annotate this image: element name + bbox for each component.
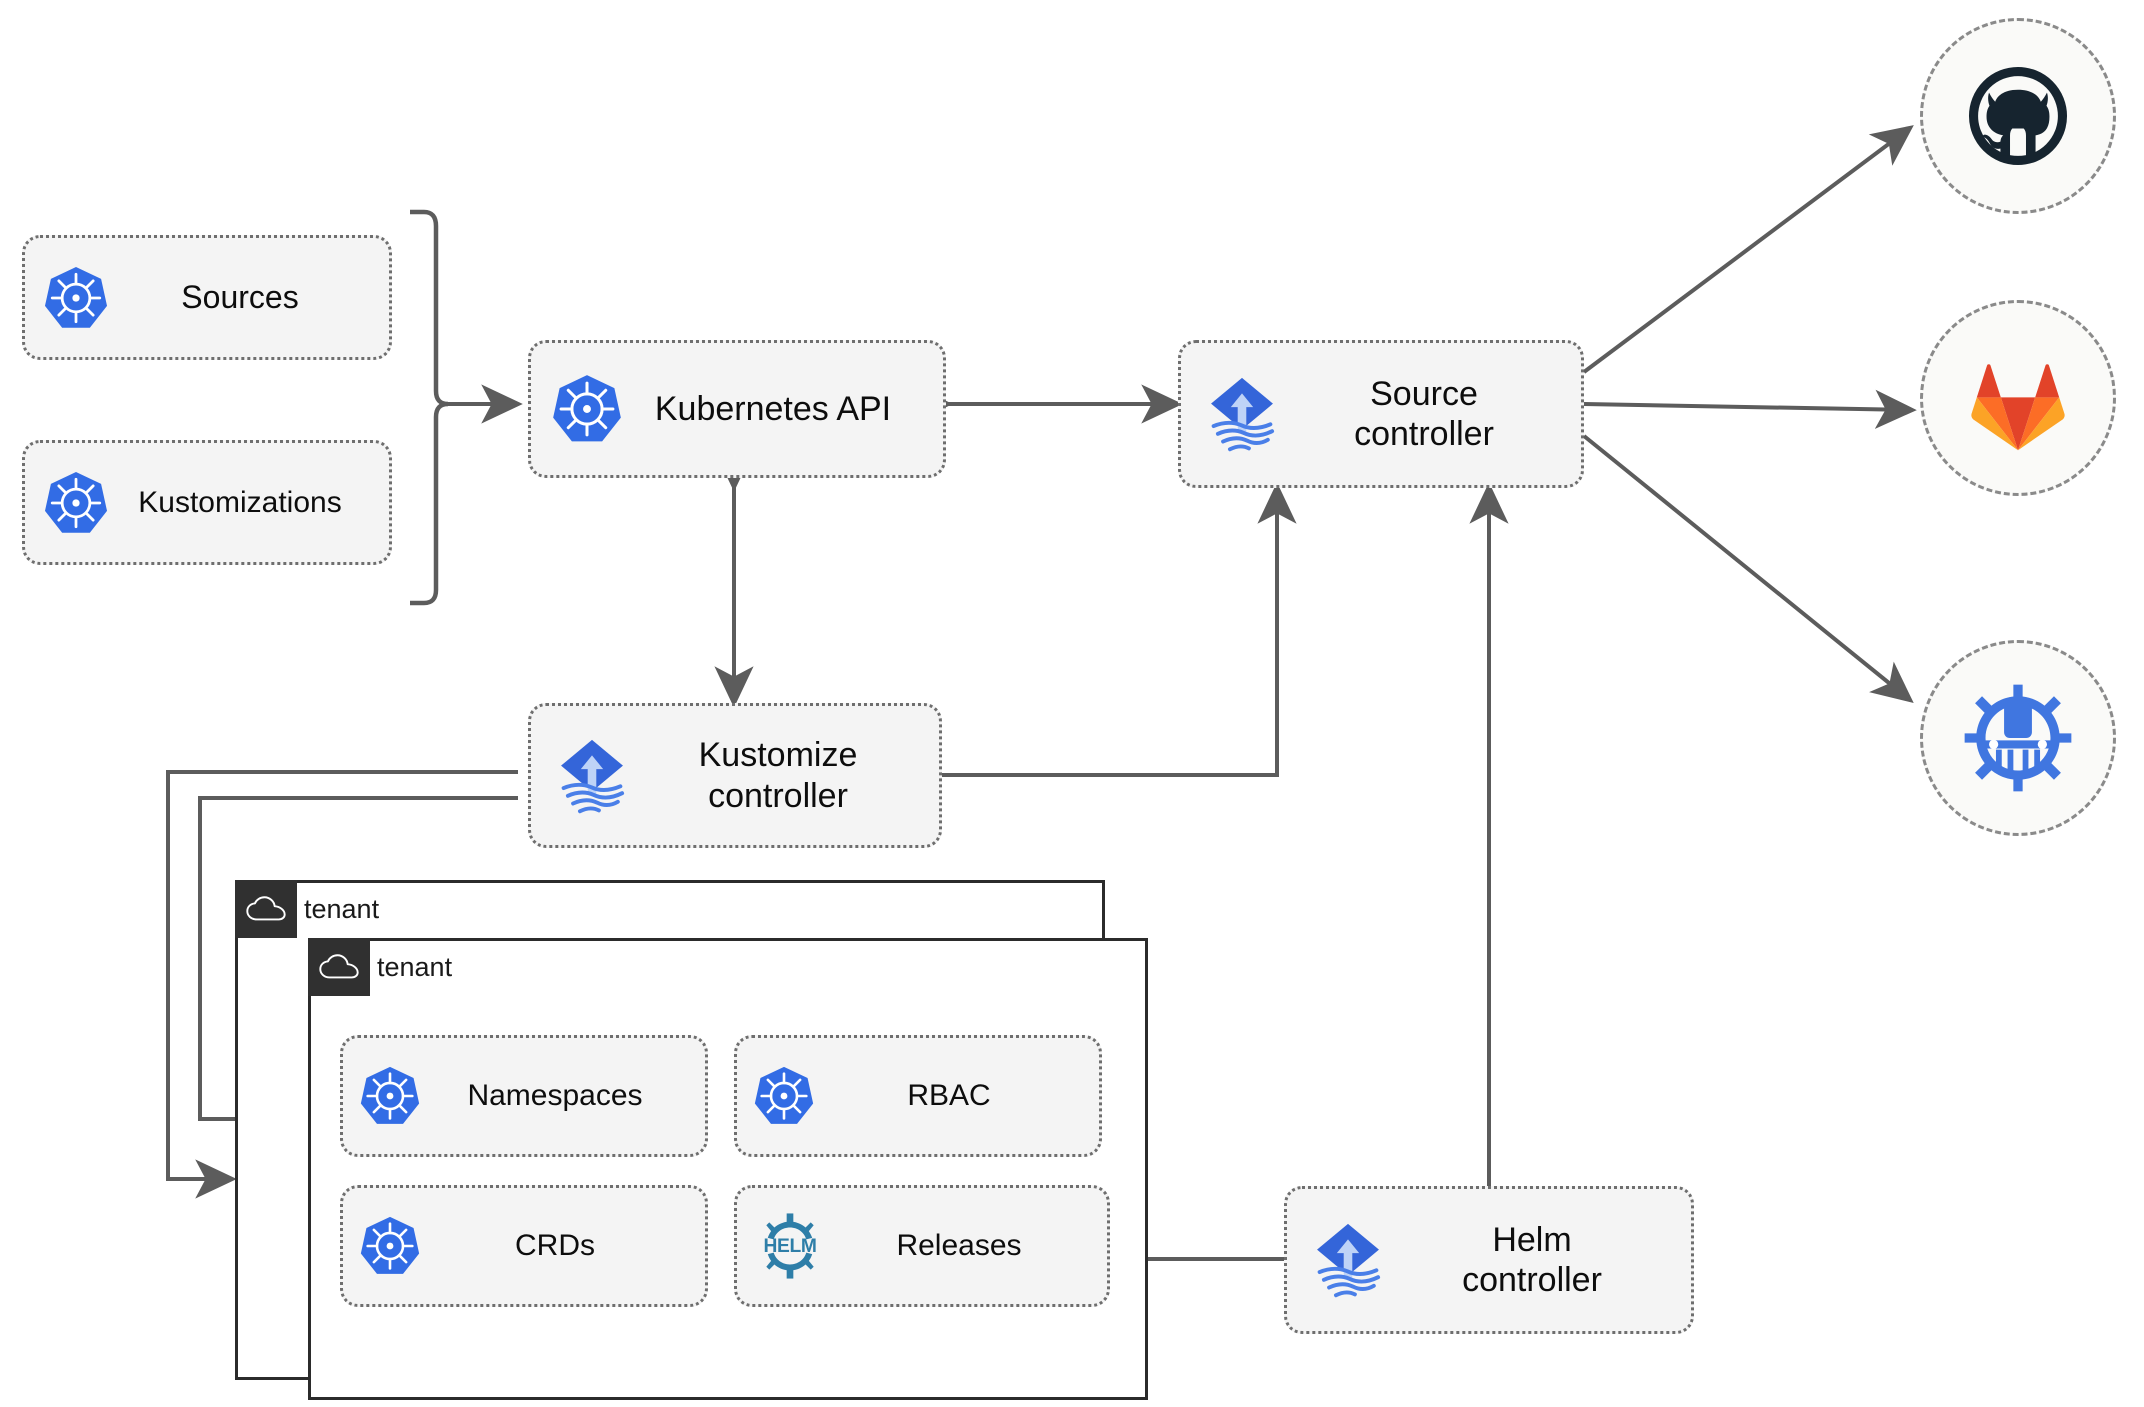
helm-icon — [1964, 684, 2072, 792]
cloud-icon — [308, 938, 370, 996]
node-label: RBAC — [907, 1079, 991, 1113]
gitlab-icon — [1971, 364, 2065, 451]
node-namespaces[interactable]: Namespaces — [340, 1035, 708, 1157]
helm-wordmark-icon: HELM — [753, 1209, 827, 1283]
tenant-container-inner[interactable]: tenant — [308, 938, 1148, 1400]
node-label: Sources — [181, 278, 299, 315]
node-kustomizations[interactable]: Kustomizations — [22, 440, 392, 565]
wire-source-to-github — [1582, 125, 1914, 374]
node-kubernetes-api[interactable]: Kubernetes API — [528, 340, 946, 478]
node-label: Namespaces — [467, 1079, 643, 1113]
wire-source-to-helm-repo — [1582, 434, 1914, 704]
tenant-header-rule — [373, 938, 1148, 941]
flux-icon — [549, 733, 635, 819]
node-label: CRDs — [515, 1229, 595, 1263]
github-icon — [1968, 66, 2068, 166]
provider-github[interactable] — [1920, 18, 2116, 214]
node-kustomize-controller[interactable]: Kustomize controller — [528, 703, 942, 848]
tenant-label: tenant — [304, 893, 380, 924]
node-label: Helm controller — [1462, 1220, 1602, 1299]
node-crds[interactable]: CRDs — [340, 1185, 708, 1307]
node-releases[interactable]: HELM Releases — [734, 1185, 1110, 1307]
svg-text:HELM: HELM — [763, 1236, 816, 1257]
wire-kustomize-to-source-controller — [942, 482, 1297, 777]
node-label: Kubernetes API — [654, 389, 892, 428]
provider-gitlab[interactable] — [1920, 300, 2116, 496]
kubernetes-icon — [359, 1215, 421, 1277]
cloud-icon — [235, 880, 297, 938]
kubernetes-icon — [753, 1065, 815, 1127]
kubernetes-icon — [359, 1065, 421, 1127]
wire-source-to-gitlab — [1583, 389, 1917, 429]
provider-helm-repository[interactable] — [1920, 640, 2116, 836]
kubernetes-icon — [43, 265, 109, 331]
flux-icon — [1199, 371, 1285, 457]
tenant-label: tenant — [377, 951, 453, 982]
node-helm-controller[interactable]: Helm controller — [1284, 1186, 1694, 1334]
node-label: Source controller — [1354, 374, 1494, 453]
node-rbac[interactable]: RBAC — [734, 1035, 1102, 1157]
node-sources[interactable]: Sources — [22, 235, 392, 360]
kubernetes-icon — [43, 470, 109, 536]
flux-icon — [1305, 1217, 1391, 1303]
group-bracket — [410, 209, 449, 606]
node-label: Kustomizations — [138, 485, 342, 519]
node-label: Kustomize controller — [698, 736, 858, 815]
kubernetes-icon — [551, 373, 623, 445]
tenant-header-rule — [300, 880, 1105, 883]
node-label: Releases — [896, 1229, 1022, 1263]
node-source-controller[interactable]: Source controller — [1178, 340, 1584, 488]
